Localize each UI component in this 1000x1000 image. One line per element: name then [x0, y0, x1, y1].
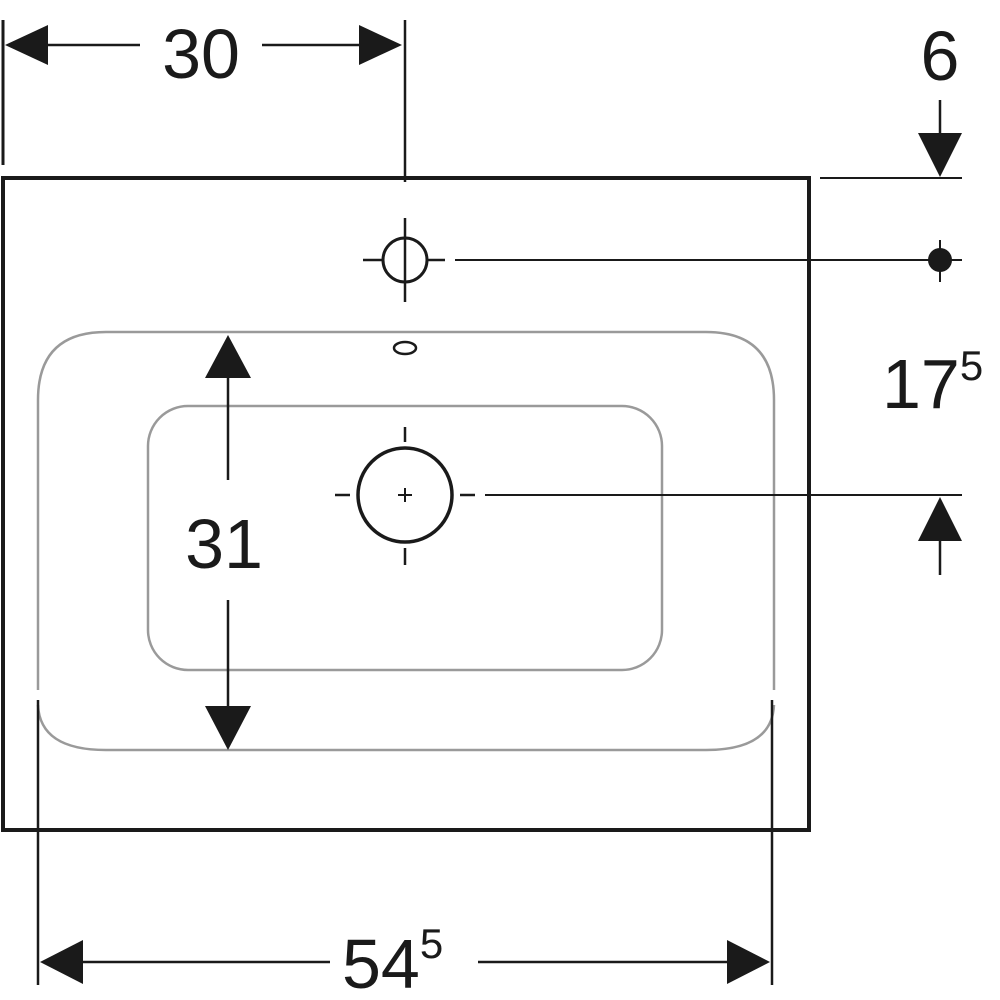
arrowhead-17-5 — [918, 497, 962, 541]
arrowhead-6 — [918, 133, 962, 177]
dimension-label-17-5: 175 — [882, 342, 983, 423]
basin-outer-rim-bottom — [36, 704, 776, 752]
dimension-label-54-superscript: 5 — [420, 920, 443, 967]
dimension-label-6: 6 — [921, 17, 960, 95]
waste-hole — [356, 446, 454, 544]
arrowhead-31-top — [205, 335, 251, 378]
overflow-hole — [392, 340, 418, 356]
dimension-label-17-superscript: 5 — [960, 342, 983, 389]
dimension-label-30: 30 — [162, 15, 240, 93]
arrowhead-54-5-left — [40, 940, 83, 984]
arrowhead-30-left — [5, 25, 48, 65]
arrowhead-30-right — [359, 25, 402, 65]
dimension-label-54-value: 54 — [342, 925, 420, 1000]
dimension-label-17-value: 17 — [882, 345, 960, 423]
basin-outer-rim — [36, 330, 776, 690]
basin-inner-bowl — [146, 404, 664, 672]
dimension-label-31: 31 — [185, 505, 263, 583]
arrowhead-31-bottom — [205, 706, 251, 750]
dimension-label-54-5: 545 — [342, 920, 443, 1000]
arrowhead-54-5-right — [727, 940, 770, 984]
